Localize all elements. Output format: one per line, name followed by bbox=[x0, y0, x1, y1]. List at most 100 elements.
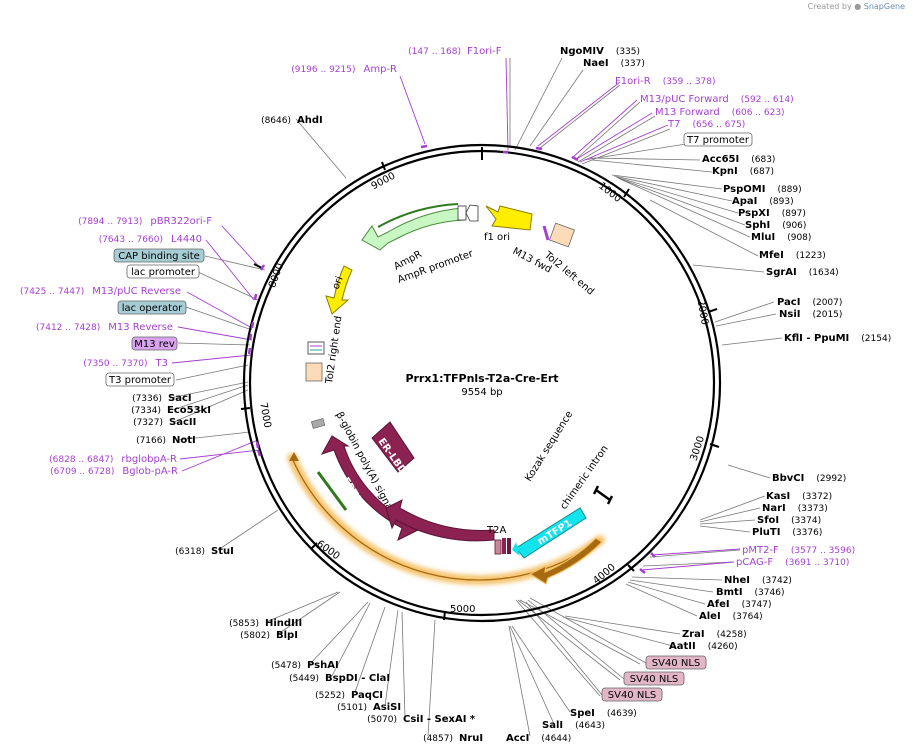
enzyme-position: (3373) bbox=[798, 504, 828, 514]
enzyme-alei[interactable]: AleI(3764) bbox=[699, 611, 763, 622]
enzyme-nsii[interactable]: NsiI(2015) bbox=[779, 309, 842, 320]
enzyme-name: AsiSI bbox=[373, 702, 401, 713]
primer-position: (7894 .. 7913) bbox=[78, 217, 142, 227]
primer-m13-forward[interactable]: M13 Forward(606 .. 623) bbox=[655, 107, 785, 118]
enzyme-acc65i[interactable]: Acc65I(683) bbox=[702, 154, 775, 165]
feature-box-lac-promoter[interactable]: lac promoter bbox=[126, 264, 200, 279]
primer-t3[interactable]: T3(7350 .. 7370) bbox=[83, 358, 168, 369]
enzyme-eco53ki[interactable]: Eco53kI(7334) bbox=[131, 405, 211, 416]
primer-m13-puc-reverse[interactable]: M13/pUC Reverse(7425 .. 7447) bbox=[20, 286, 181, 297]
primer-pmt2-f[interactable]: pMT2-F(3577 .. 3596) bbox=[742, 545, 855, 556]
feature-box-t3-promoter[interactable]: T3 promoter bbox=[105, 372, 175, 387]
orange-arrow-feature[interactable] bbox=[528, 537, 603, 585]
feature-box-t7-promoter[interactable]: T7 promoter bbox=[683, 132, 753, 147]
enzyme-bbvci[interactable]: BbvCI (2992) bbox=[772, 473, 846, 484]
enzyme-name: PaqCI bbox=[351, 690, 383, 701]
enzyme-bmti[interactable]: BmtI(3746) bbox=[716, 587, 784, 598]
t2a-feature[interactable] bbox=[494, 538, 511, 555]
feature-box-sv40-nls[interactable]: SV40 NLS bbox=[645, 655, 707, 670]
enzyme-name: KpnI bbox=[712, 166, 738, 177]
enzyme-position: (8646) bbox=[261, 116, 291, 126]
primer-l4440[interactable]: L4440(7643 .. 7660) bbox=[99, 234, 202, 245]
enzyme-aatii[interactable]: AatII(4260) bbox=[669, 641, 738, 652]
enzyme-acci[interactable]: AccI(4644) bbox=[506, 733, 571, 744]
enzyme-asisi[interactable]: AsiSI(5101) bbox=[337, 702, 401, 713]
enzyme-bspdi-clai[interactable]: BspDI - ClaI(5449) bbox=[289, 673, 390, 684]
cre-feature[interactable] bbox=[385, 499, 495, 542]
enzyme-blpi[interactable]: BlpI(5802) bbox=[240, 630, 298, 641]
enzyme-name: PacI bbox=[777, 297, 800, 308]
plasmid-size: 9554 bp bbox=[461, 387, 502, 398]
enzyme-naei[interactable]: NaeI(337) bbox=[583, 58, 645, 69]
primer-name: T7 bbox=[667, 119, 680, 130]
enzyme-name: Acc65I bbox=[702, 154, 739, 165]
enzyme-paci[interactable]: PacI(2007) bbox=[777, 297, 842, 308]
feature-box-sv40-nls[interactable]: SV40 NLS bbox=[623, 671, 685, 686]
primer-pbr322ori-f[interactable]: pBR322ori-F(7894 .. 7913) bbox=[78, 216, 212, 227]
feature-box-lac-operator[interactable]: lac operator bbox=[117, 300, 187, 315]
credit-brand: SnapGene bbox=[863, 2, 905, 11]
feature-box-label: SV40 NLS bbox=[652, 658, 701, 669]
feature-box-sv40-nls[interactable]: SV40 NLS bbox=[601, 687, 663, 702]
primer-f1ori-f[interactable]: (147 .. 168)F1ori-F bbox=[408, 46, 502, 57]
enzyme-name: BbvCI bbox=[772, 473, 804, 484]
enzyme-pspomi[interactable]: PspOMI(889) bbox=[723, 184, 802, 195]
enzyme-sali[interactable]: SalI(4643) bbox=[542, 720, 605, 731]
plasmid-name: Prrx1:TFPnls-T2a-Cre-Ert bbox=[405, 372, 558, 385]
enzyme-afei[interactable]: AfeI(3747) bbox=[707, 599, 772, 610]
feature-box-m13-rev[interactable]: M13 rev bbox=[131, 336, 178, 351]
primer-pcag-f[interactable]: pCAG-F(3691 .. 3710) bbox=[736, 557, 849, 568]
enzyme-sacii[interactable]: SacII(7327) bbox=[133, 417, 196, 428]
enzyme-paqci[interactable]: PaqCI(5252) bbox=[315, 690, 383, 701]
enzyme-nari[interactable]: NarI(3373) bbox=[762, 503, 828, 514]
ampr-feature[interactable] bbox=[361, 203, 479, 251]
enzyme-name: KasI bbox=[766, 491, 790, 502]
f1-ori-feature[interactable] bbox=[485, 205, 533, 231]
enzyme-sgrai[interactable]: SgrAI(1634) bbox=[766, 267, 839, 278]
enzyme-zrai[interactable]: ZraI(4258) bbox=[682, 629, 747, 640]
enzyme-nrui[interactable]: NruI(4857) bbox=[423, 733, 483, 744]
primer-rbglobpa-r[interactable]: rbglobpA-R(6828 .. 6847) bbox=[49, 454, 177, 465]
tol2-left-end-feature[interactable] bbox=[549, 222, 575, 248]
primer-amp-r[interactable]: Amp-R(9196 .. 9215) bbox=[291, 64, 397, 75]
enzyme-noti[interactable]: NotI(7166) bbox=[136, 435, 196, 446]
mtfp1-feature[interactable] bbox=[515, 507, 587, 559]
enzyme-sphi[interactable]: SphI(906) bbox=[745, 220, 806, 231]
enzyme-csii-sexai[interactable]: CsiI - SexAI *(5070) bbox=[367, 714, 476, 725]
enzyme-ngomiv[interactable]: NgoMIV(335) bbox=[560, 46, 640, 57]
feature-box-cap-binding-site[interactable]: CAP binding site bbox=[113, 248, 205, 263]
feature-box-label: T3 promoter bbox=[108, 375, 172, 386]
enzyme-pspxi[interactable]: PspXI(897) bbox=[738, 208, 806, 219]
feature-box-frame bbox=[105, 372, 175, 387]
enzyme-position: (6318) bbox=[175, 547, 205, 557]
enzyme-mlui[interactable]: MluI(908) bbox=[751, 232, 811, 243]
er-lbd-feature[interactable] bbox=[371, 421, 415, 473]
enzyme-kasi[interactable]: KasI(3372) bbox=[766, 491, 832, 502]
enzyme-saci[interactable]: SacI(7336) bbox=[132, 393, 192, 404]
enzyme-spei[interactable]: SpeI(4639) bbox=[570, 708, 637, 719]
enzyme-kfli-ppumi[interactable]: KflI - PpuMI(2154) bbox=[784, 333, 891, 344]
primer-m13-reverse[interactable]: M13 Reverse(7412 .. 7428) bbox=[36, 322, 173, 333]
primer-m13-puc-forward[interactable]: M13/pUC Forward(592 .. 614) bbox=[640, 94, 794, 105]
enzyme-nhei[interactable]: NheI(3742) bbox=[724, 575, 792, 586]
enzyme-pluti[interactable]: PluTI(3376) bbox=[752, 527, 822, 538]
enzyme-hindiii[interactable]: HindIII(5853) bbox=[229, 618, 302, 629]
snapgene-logo-icon: ● bbox=[854, 2, 862, 11]
enzyme-ahdi[interactable]: AhdI(8646) bbox=[261, 115, 323, 126]
enzyme-apai[interactable]: ApaI(893) bbox=[732, 196, 794, 207]
bp-ticks bbox=[240, 161, 720, 621]
ori-feature[interactable] bbox=[325, 265, 353, 315]
enzyme-pshai[interactable]: PshAI(5478) bbox=[271, 660, 339, 671]
enzyme-position: (2992) bbox=[816, 474, 846, 484]
primer-f1ori-r[interactable]: F1ori-R(359 .. 378) bbox=[615, 76, 716, 87]
enzyme-kpni[interactable]: KpnI(687) bbox=[712, 166, 774, 177]
enzyme-sfoi[interactable]: SfoI(3374) bbox=[757, 515, 821, 526]
primer-t7[interactable]: T7(656 .. 675) bbox=[667, 119, 745, 130]
primer-bglob-pa-r[interactable]: Bglob-pA-R(6709 .. 6728) bbox=[50, 466, 178, 477]
enzyme-stui[interactable]: StuI(6318) bbox=[175, 546, 234, 557]
enzyme-mfei[interactable]: MfeI(1223) bbox=[759, 250, 826, 261]
enzyme-position: (4258) bbox=[717, 630, 747, 640]
orange-arc-arrowhead bbox=[289, 452, 299, 461]
tol2-right-end-feature[interactable] bbox=[305, 341, 325, 382]
enzyme-name: AfeI bbox=[707, 599, 730, 610]
